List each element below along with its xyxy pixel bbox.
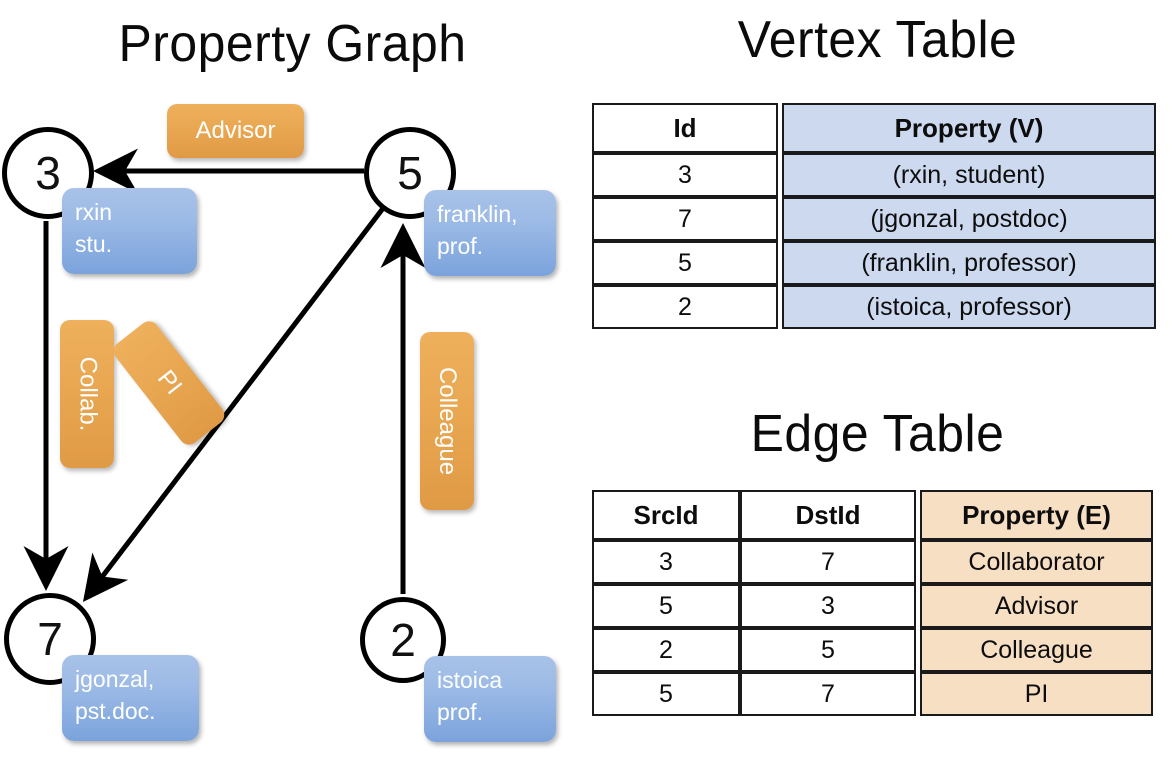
edge-table-header-property: Property (E) <box>920 490 1153 540</box>
edge-table: SrcId DstId Property (E) 3 7 Collaborato… <box>592 490 1153 716</box>
table-row: 7 (jgonzal, postdoc) <box>592 197 1156 241</box>
page-title-vertex-table: Vertex Table <box>737 11 1018 69</box>
edge-label-text-collab: Collab. <box>74 356 101 432</box>
vertex-table-header-property: Property (V) <box>782 103 1156 153</box>
page-title-property-graph: Property Graph <box>118 15 467 73</box>
column-spacer <box>778 153 782 197</box>
vertex-property-chip-istoica: istoica prof. <box>424 656 556 742</box>
column-spacer <box>778 197 782 241</box>
column-spacer <box>778 285 782 329</box>
edge-table-cell-dstid: 5 <box>740 628 916 672</box>
vertex-table-cell-property: (franklin, professor) <box>782 241 1156 285</box>
table-header-row: Id Property (V) <box>592 103 1156 153</box>
edge-table-header-srcid: SrcId <box>592 490 740 540</box>
column-spacer <box>778 241 782 285</box>
vertex-table-cell-property: (istoica, professor) <box>782 285 1156 329</box>
edge-label-chip-colleague: Colleague <box>420 332 474 510</box>
edge-table-cell-property: Colleague <box>920 628 1153 672</box>
edge-label-text-advisor: Advisor <box>195 117 276 144</box>
page-title-edge-table: Edge Table <box>750 405 1005 463</box>
edge-label-text-colleague: Colleague <box>434 366 461 476</box>
vertex-property-chip-rxin: rxin stu. <box>62 188 197 274</box>
edge-label-chip-collab: Collab. <box>60 320 114 468</box>
column-spacer <box>916 584 920 628</box>
table-header-row: SrcId DstId Property (E) <box>592 490 1153 540</box>
vertex-table-cell-id: 5 <box>592 241 778 285</box>
edge-table-cell-dstid: 3 <box>740 584 916 628</box>
table-row: 3 (rxin, student) <box>592 153 1156 197</box>
table-row: 2 5 Colleague <box>592 628 1153 672</box>
vertex-table-cell-id: 2 <box>592 285 778 329</box>
vertex-table-cell-id: 3 <box>592 153 778 197</box>
column-spacer <box>916 490 920 540</box>
edge-table-cell-dstid: 7 <box>740 672 916 716</box>
table-row: 3 7 Collaborator <box>592 540 1153 584</box>
column-spacer <box>916 628 920 672</box>
vertex-property-chip-jgonzal: jgonzal, pst.doc. <box>62 655 199 741</box>
edge-table-cell-srcid: 5 <box>592 672 740 716</box>
column-spacer <box>916 540 920 584</box>
edge-table-cell-dstid: 7 <box>740 540 916 584</box>
vertex-table-cell-property: (rxin, student) <box>782 153 1156 197</box>
vertex-table-cell-id: 7 <box>592 197 778 241</box>
property-graph-diagram: 3 5 7 2 rxin stu. franklin, prof. jgonza… <box>2 104 556 742</box>
vertex-property-chip-franklin: franklin, prof. <box>424 190 556 276</box>
table-row: 5 (franklin, professor) <box>592 241 1156 285</box>
table-row: 2 (istoica, professor) <box>592 285 1156 329</box>
column-spacer <box>778 103 782 153</box>
column-spacer <box>916 672 920 716</box>
edge-table-cell-srcid: 3 <box>592 540 740 584</box>
vertex-table-cell-property: (jgonzal, postdoc) <box>782 197 1156 241</box>
graph-edges-layer <box>23 148 426 602</box>
table-row: 5 7 PI <box>592 672 1153 716</box>
edge-table-header-dstid: DstId <box>740 490 916 540</box>
edge-table-cell-property: Collaborator <box>920 540 1153 584</box>
table-row: 5 3 Advisor <box>592 584 1153 628</box>
edge-label-text-pi: PI <box>151 365 188 400</box>
edge-table-cell-srcid: 2 <box>592 628 740 672</box>
edge-5-to-7 <box>82 205 386 602</box>
vertex-node-5[interactable]: 5 <box>364 127 456 219</box>
edge-table-cell-property: PI <box>920 672 1153 716</box>
vertex-node-2[interactable]: 2 <box>360 597 446 683</box>
vertex-table-header-id: Id <box>592 103 778 153</box>
vertex-table: Id Property (V) 3 (rxin, student) 7 (jgo… <box>592 103 1156 329</box>
edge-label-chip-advisor: Advisor <box>167 104 304 158</box>
edge-table-cell-property: Advisor <box>920 584 1153 628</box>
edge-table-cell-srcid: 5 <box>592 584 740 628</box>
